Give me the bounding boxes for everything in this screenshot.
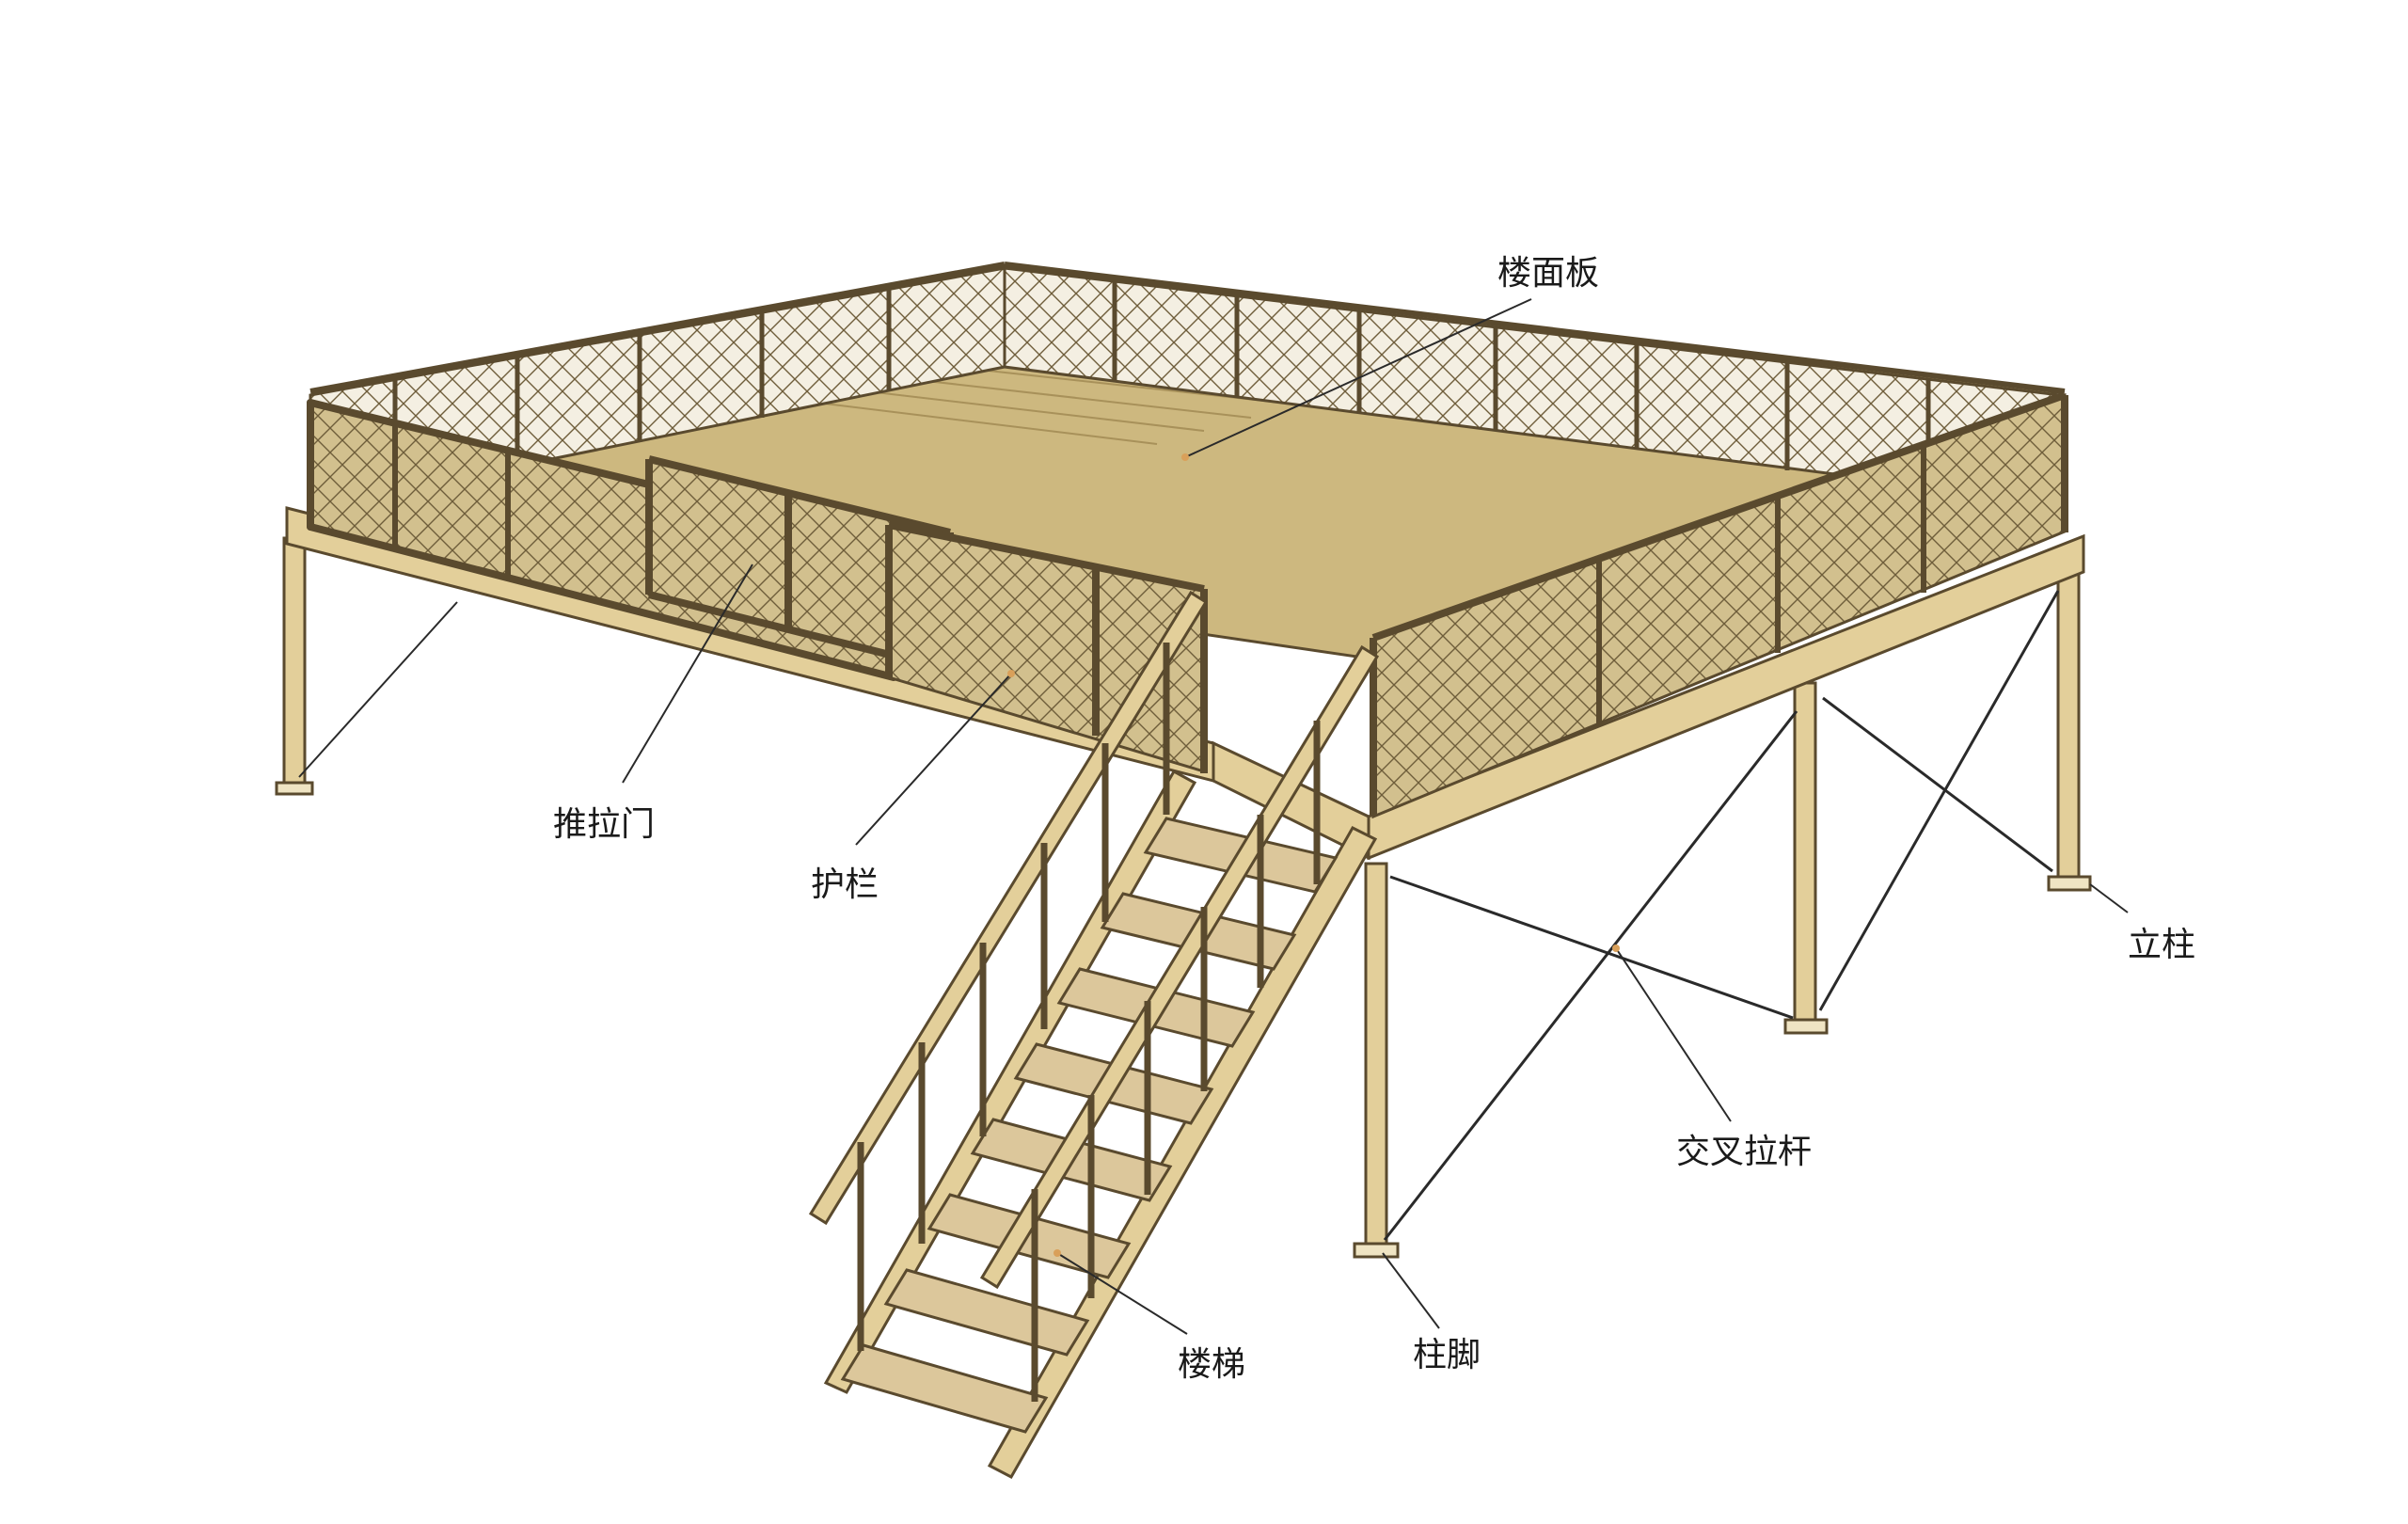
stair-balusters: [857, 643, 1321, 1402]
right-front-guardrail: [1370, 391, 2068, 819]
cross-braces: [1383, 590, 2060, 1241]
cross-brace-4: [1818, 590, 2060, 1011]
foot-right-mid: [1783, 1018, 1829, 1035]
label-column: 立柱: [2128, 926, 2195, 964]
label-cross-brace: 交叉拉杆: [1676, 1133, 1812, 1171]
leader-lines: [298, 298, 2129, 1335]
cross-brace-2: [1383, 710, 1798, 1241]
column-right-mid: [1793, 681, 1817, 1025]
cross-brace-3: [1822, 696, 2053, 873]
foot-front: [1353, 1242, 1400, 1259]
staircase: [808, 590, 1380, 1479]
foot-left: [275, 781, 314, 796]
label-floor-panel: 楼面板: [1497, 254, 1599, 293]
label-column-foot: 柱脚: [1413, 1336, 1481, 1374]
column-left: [282, 536, 307, 786]
foot-right-back: [2047, 875, 2092, 892]
label-sliding-door: 推拉门: [553, 805, 655, 844]
column-front: [1364, 862, 1388, 1249]
cross-brace-1: [1389, 875, 1794, 1020]
column-right-back: [2056, 570, 2081, 882]
column-feet: [275, 781, 2092, 1259]
label-stairs: 楼梯: [1178, 1345, 1245, 1384]
handrail-right: [979, 644, 1380, 1290]
columns: [282, 536, 2081, 1249]
label-guardrail: 护栏: [811, 865, 879, 904]
